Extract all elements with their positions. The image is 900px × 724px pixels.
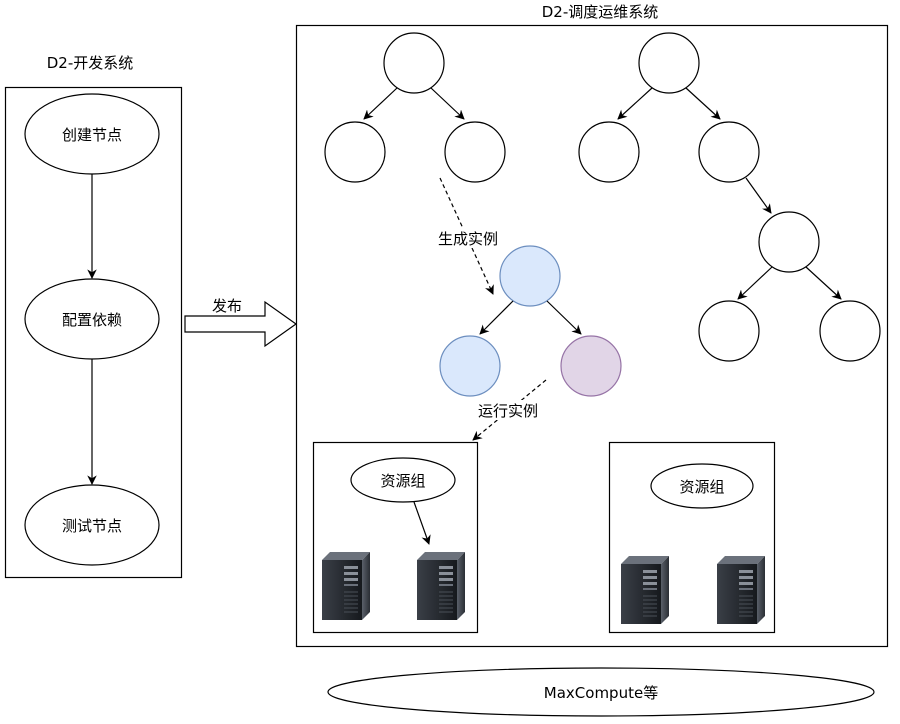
- resource-group-right: 资源组: [608, 441, 776, 634]
- instance-left-node: [439, 335, 501, 397]
- tree1-root-node: [383, 32, 445, 94]
- compute-engine-label: MaxCompute等: [544, 684, 658, 702]
- workflow-tree-1: [324, 32, 506, 183]
- tree2-right-node: [698, 121, 760, 183]
- server-icon: [716, 555, 766, 625]
- tree1-edge-left: [363, 87, 398, 120]
- tree2-leaf-left-node: [698, 300, 760, 362]
- generate-instance-label: 生成实例: [438, 230, 498, 248]
- tree1-edge-right: [430, 87, 465, 120]
- instance-tree: [439, 245, 622, 397]
- configure-dependency-label: 配置依赖: [62, 311, 122, 329]
- tree2-edge-sub: [745, 177, 772, 214]
- test-node-step: [24, 484, 160, 566]
- resource-group-right-badge: [650, 463, 754, 509]
- tree2-leaf-right-node: [819, 300, 881, 362]
- run-instance-arrow: [472, 379, 547, 441]
- compute-engine-ellipse: [327, 667, 875, 717]
- tree2-edge-leaf-right: [805, 266, 842, 300]
- tree2-left-node: [578, 121, 640, 183]
- publish-arrow-shape: [184, 300, 298, 348]
- dev-system-title: D2-开发系统: [47, 54, 134, 72]
- instance-root-node: [499, 245, 561, 307]
- tree1-left-node: [324, 121, 386, 183]
- tree2-edge-left: [617, 87, 653, 120]
- tree2-sub-node: [758, 211, 820, 273]
- instance-edge-right: [546, 300, 582, 335]
- ops-system: D2-调度运维系统 生成实例: [295, 3, 889, 648]
- instance-edge-left: [479, 300, 514, 335]
- tree1-right-node: [444, 121, 506, 183]
- dev-system: D2-开发系统 创建节点 配置依赖 测试节点: [4, 54, 183, 579]
- run-instance-label-bg: [472, 400, 544, 420]
- server-icon: [321, 551, 371, 621]
- resource-group-left-badge: [350, 457, 456, 503]
- generate-instance-label-bg: [432, 228, 504, 248]
- resource-dispatch-arrow: [413, 501, 431, 545]
- instance-right-node: [560, 335, 622, 397]
- test-node-label: 测试节点: [62, 517, 122, 535]
- publish-label: 发布: [212, 297, 242, 315]
- run-instance-label: 运行实例: [478, 402, 538, 420]
- resource-group-left: 资源组: [312, 441, 479, 634]
- resource-group-left-label: 资源组: [380, 472, 425, 490]
- resource-group-right-label: 资源组: [679, 478, 724, 496]
- create-node-label: 创建节点: [62, 126, 122, 144]
- tree2-edge-leaf-left: [737, 266, 773, 300]
- publish-arrow: 发布: [184, 297, 298, 348]
- workflow-tree-2: [578, 32, 881, 362]
- server-icon: [416, 551, 466, 621]
- ops-system-title: D2-调度运维系统: [542, 3, 659, 21]
- server-icon: [620, 555, 670, 625]
- tree2-edge-right: [685, 87, 721, 120]
- tree2-root-node: [638, 32, 700, 94]
